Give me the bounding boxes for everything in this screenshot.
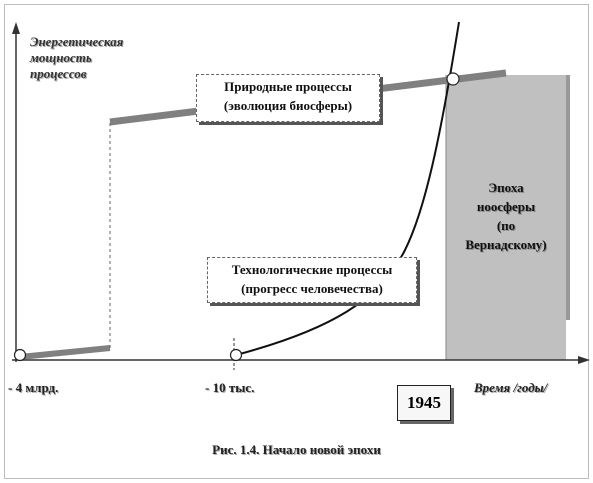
tech-curve [235, 21, 460, 356]
tech-start-marker [229, 348, 243, 362]
noosphere-epoch-label: Эпоха ноосферы (по Вернадскому) [465, 180, 547, 252]
natural-processes-box: Природные процессы (эволюция биосферы) [196, 74, 380, 122]
noosphere-region-shadow [566, 75, 570, 320]
figure-frame [4, 4, 589, 479]
start-marker [13, 348, 27, 362]
year-1945-box: 1945 [397, 385, 451, 421]
natural-line-early [19, 345, 111, 360]
y-axis-label: Энергетическая мощность процессов [30, 34, 124, 81]
x-tick-label-10k: - 10 тыс. [205, 380, 255, 395]
y-axis-arrow [12, 22, 20, 34]
x-axis-label: Время /годы/ [474, 380, 548, 395]
intersection-marker [446, 72, 460, 86]
figure-caption: Рис. 1.4. Начало новой эпохи [212, 442, 381, 457]
x-tick-label-4bn: - 4 млрд. [8, 380, 59, 395]
noosphere-region [446, 75, 566, 360]
tech-processes-box: Технологические процессы (прогресс челов… [207, 257, 417, 303]
x-axis-arrow [578, 356, 590, 364]
